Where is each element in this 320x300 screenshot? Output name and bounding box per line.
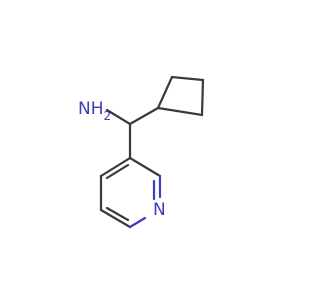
double-bond-c5-c6	[105, 206, 130, 222]
ring-nitrogen-label: N	[153, 200, 166, 220]
bond-c-amine	[105, 108, 132, 126]
cyclobutyl-ring	[156, 75, 205, 117]
bond-c-cyclobutyl	[128, 106, 160, 126]
bond-c6-n	[128, 216, 147, 229]
amine-subscript: 2	[104, 109, 112, 123]
bond-c2-c3	[128, 156, 162, 178]
bond-c5-c6	[99, 208, 132, 229]
molecule-diagram: NH2 N	[78, 75, 205, 229]
double-bond-c3-c4	[105, 163, 130, 180]
bond-c3-c4	[99, 156, 132, 178]
structure-canvas: NH2 N	[78, 75, 205, 229]
amine-label: NH2	[78, 99, 111, 123]
amine-label-text: NH	[78, 99, 104, 119]
